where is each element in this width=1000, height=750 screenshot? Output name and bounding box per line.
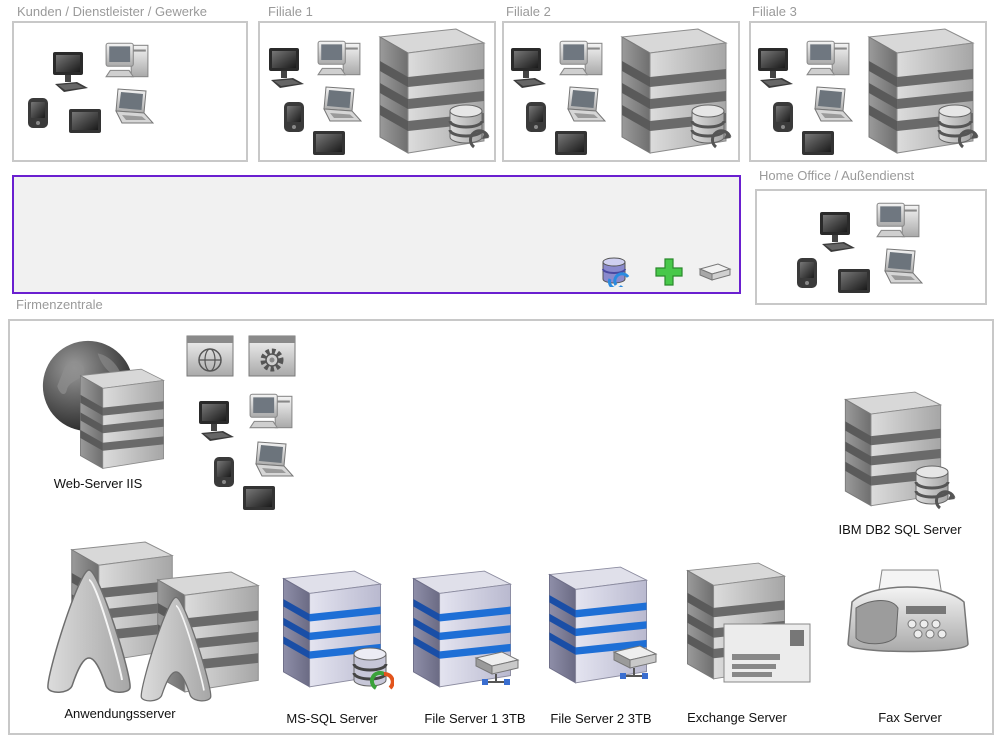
laptop-icon bbox=[248, 440, 294, 480]
tablet-icon bbox=[801, 129, 835, 157]
group-label-kunden: Kunden / Dienstleister / Gewerke bbox=[17, 4, 208, 19]
desktop-pc-icon bbox=[508, 47, 548, 91]
pda-icon bbox=[524, 101, 548, 133]
pda-icon bbox=[212, 456, 236, 488]
tablet-icon bbox=[837, 267, 871, 295]
desktop-pc-icon bbox=[266, 47, 306, 91]
web-server-label: Web-Server IIS bbox=[53, 476, 143, 491]
web-app-icon[interactable] bbox=[186, 335, 234, 377]
exchange-server-label: Exchange Server bbox=[687, 710, 787, 725]
fax-machine-icon[interactable] bbox=[842, 562, 972, 662]
app-server-label: Anwendungsserver bbox=[64, 706, 176, 721]
pda-icon bbox=[26, 97, 50, 129]
group-label-filiale-1: Filiale 1 bbox=[268, 4, 313, 19]
fax-server-label: Fax Server bbox=[878, 710, 942, 725]
tablet-icon bbox=[242, 484, 276, 512]
database-sync-icon bbox=[688, 101, 732, 149]
laptop-icon bbox=[877, 247, 923, 287]
desktop-pc-icon bbox=[755, 47, 795, 91]
laptop-icon bbox=[560, 85, 606, 125]
router-icon[interactable] bbox=[698, 261, 732, 283]
network-disk-icon bbox=[472, 644, 522, 688]
workstation-icon bbox=[316, 39, 362, 79]
database-sync-icon bbox=[912, 462, 956, 510]
pda-icon bbox=[771, 101, 795, 133]
group-filiale-1 bbox=[258, 21, 496, 162]
group-label-filiale-2: Filiale 2 bbox=[506, 4, 551, 19]
tablet-icon bbox=[68, 107, 102, 135]
database-sync-icon bbox=[350, 644, 394, 692]
group-filiale-3 bbox=[749, 21, 987, 162]
workstation-icon bbox=[104, 41, 150, 81]
workstation-icon bbox=[248, 392, 294, 432]
mail-envelope-icon bbox=[722, 620, 812, 684]
mssql-server-label: MS-SQL Server bbox=[286, 711, 378, 726]
network-disk-icon bbox=[610, 638, 660, 682]
desktop-pc-icon bbox=[50, 51, 90, 95]
application-logo-icon bbox=[134, 594, 218, 704]
desktop-pc-icon bbox=[817, 211, 857, 255]
web-server-icon[interactable] bbox=[74, 366, 170, 470]
group-home-office bbox=[755, 189, 987, 305]
database-sync-icon bbox=[935, 101, 979, 149]
file-server-1-label: File Server 1 3TB bbox=[424, 711, 526, 726]
add-icon[interactable] bbox=[654, 257, 684, 287]
laptop-icon bbox=[108, 87, 154, 127]
workstation-icon bbox=[805, 39, 851, 79]
file-server-2-label: File Server 2 3TB bbox=[550, 711, 652, 726]
settings-app-icon[interactable] bbox=[248, 335, 296, 377]
pda-icon bbox=[282, 101, 306, 133]
laptop-icon bbox=[316, 85, 362, 125]
application-logo-icon bbox=[44, 566, 134, 696]
desktop-pc-icon bbox=[196, 400, 236, 444]
network-bus[interactable] bbox=[12, 175, 741, 294]
group-label-filiale-3: Filiale 3 bbox=[752, 4, 797, 19]
db2-server-label: IBM DB2 SQL Server bbox=[838, 522, 962, 537]
group-label-home-office: Home Office / Außendienst bbox=[759, 168, 915, 183]
pda-icon bbox=[795, 257, 819, 289]
workstation-icon bbox=[558, 39, 604, 79]
tablet-icon bbox=[312, 129, 346, 157]
tablet-icon bbox=[554, 129, 588, 157]
group-filiale-2 bbox=[502, 21, 740, 162]
laptop-icon bbox=[807, 85, 853, 125]
database-sync-icon[interactable] bbox=[600, 255, 630, 287]
workstation-icon bbox=[875, 201, 921, 241]
group-kunden bbox=[12, 21, 248, 162]
group-label-firmenzentrale: Firmenzentrale bbox=[16, 297, 103, 312]
database-sync-icon bbox=[446, 101, 490, 149]
